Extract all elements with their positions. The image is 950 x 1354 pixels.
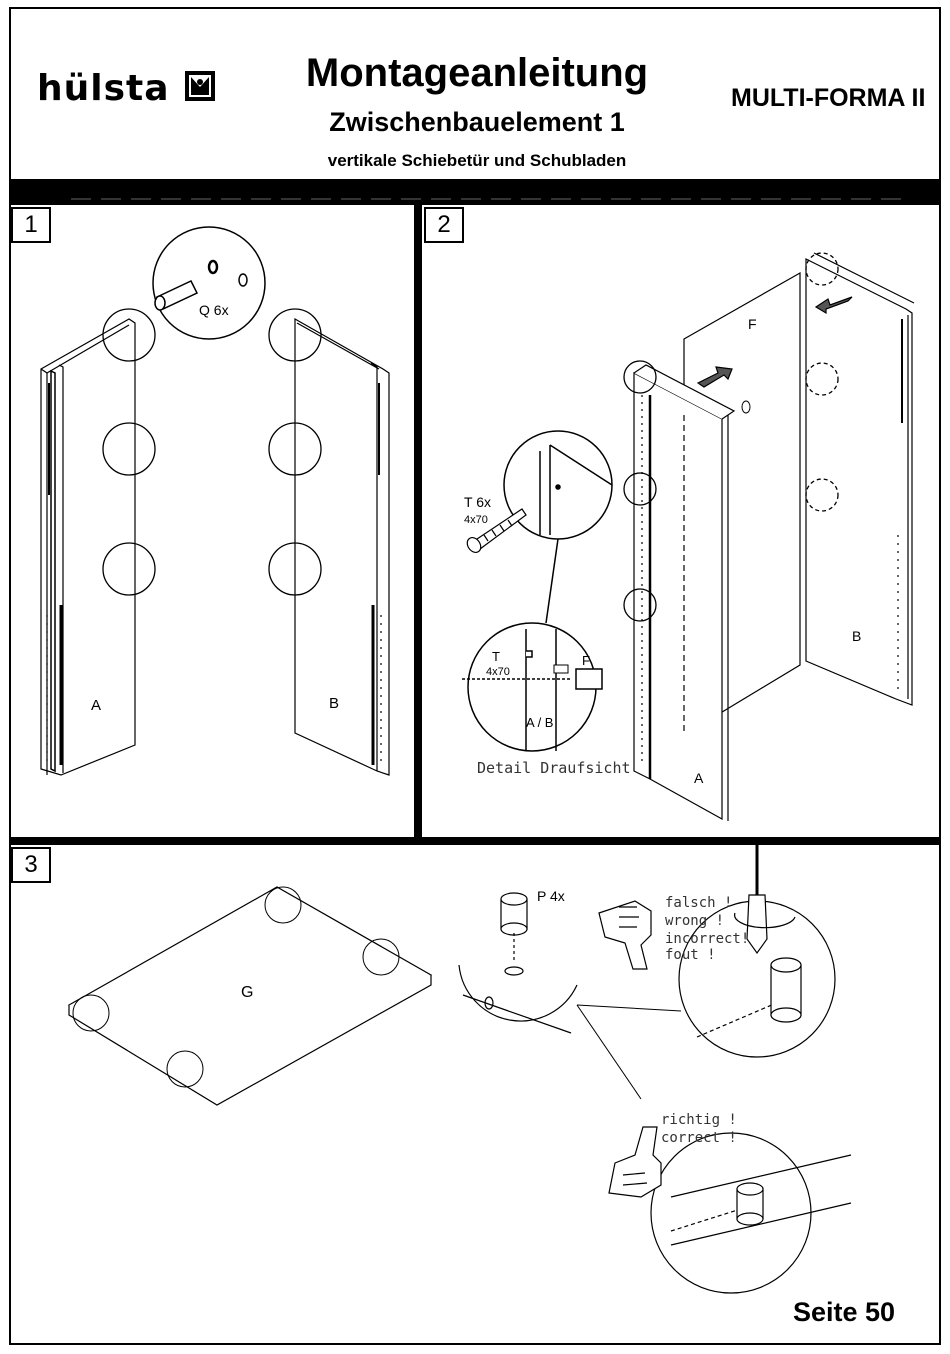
step-3-illustration: G P 4x (11, 845, 939, 1343)
vertical-separator (414, 205, 422, 837)
panel-a-label: A (91, 697, 101, 714)
detail-size-label: 4x70 (486, 666, 510, 678)
panel-g-label: G (241, 984, 253, 1001)
top-view-detail-magnifier (462, 623, 602, 751)
screw-callout: T 6x (464, 494, 491, 510)
model-name: MULTI-FORMA II (731, 84, 925, 113)
correct-install-magnifier (651, 1133, 851, 1293)
cam-callout: P 4x (537, 888, 565, 904)
panel-a-label: A (694, 770, 704, 786)
dowel-detail-magnifier (153, 227, 265, 339)
dowel-callout: Q 6x (199, 302, 229, 318)
wrong-text-1: falsch ! (665, 895, 732, 911)
hole-marker-circles (103, 309, 321, 595)
detail-t-label: T (492, 649, 500, 664)
panel-a-drawing (41, 319, 135, 775)
wrong-text-4: fout ! (665, 947, 716, 963)
correct-text-2: correct ! (661, 1130, 737, 1146)
detail-caption: Detail Draufsicht (477, 759, 631, 777)
panel-b-label: B (329, 695, 339, 712)
wrong-text-2: wrong ! (665, 913, 724, 929)
step-2-illustration: T 6x 4x70 T 4x70 F A / B Detail Draufsic… (422, 205, 939, 837)
wrong-text-3: incorrect! (665, 931, 749, 947)
detail-f-label: F (582, 653, 590, 668)
thumbs-down-icon (599, 901, 651, 969)
panel-f-label: F (748, 316, 757, 332)
cam-part-icon (501, 893, 527, 975)
header-divider-band (11, 179, 939, 205)
detail-ab-label: A / B (526, 715, 553, 730)
screw-size: 4x70 (464, 514, 488, 526)
page-number: Seite 50 (793, 1297, 895, 1328)
step-1-illustration: Q 6x A B (11, 205, 414, 837)
page-description: vertikale Schiebetür und Schubladen (11, 151, 943, 171)
hole-marker-dashed-circles (806, 253, 838, 511)
thumbs-up-icon (609, 1127, 661, 1197)
instruction-page: hülsta Montageanleitung Zwischenbaueleme… (9, 7, 941, 1345)
screw-detail-magnifier (504, 431, 612, 539)
panel-b-label: B (852, 628, 861, 644)
horizontal-separator (11, 837, 939, 845)
panel-a-drawing (634, 365, 734, 821)
correct-text-1: richtig ! (661, 1112, 737, 1128)
